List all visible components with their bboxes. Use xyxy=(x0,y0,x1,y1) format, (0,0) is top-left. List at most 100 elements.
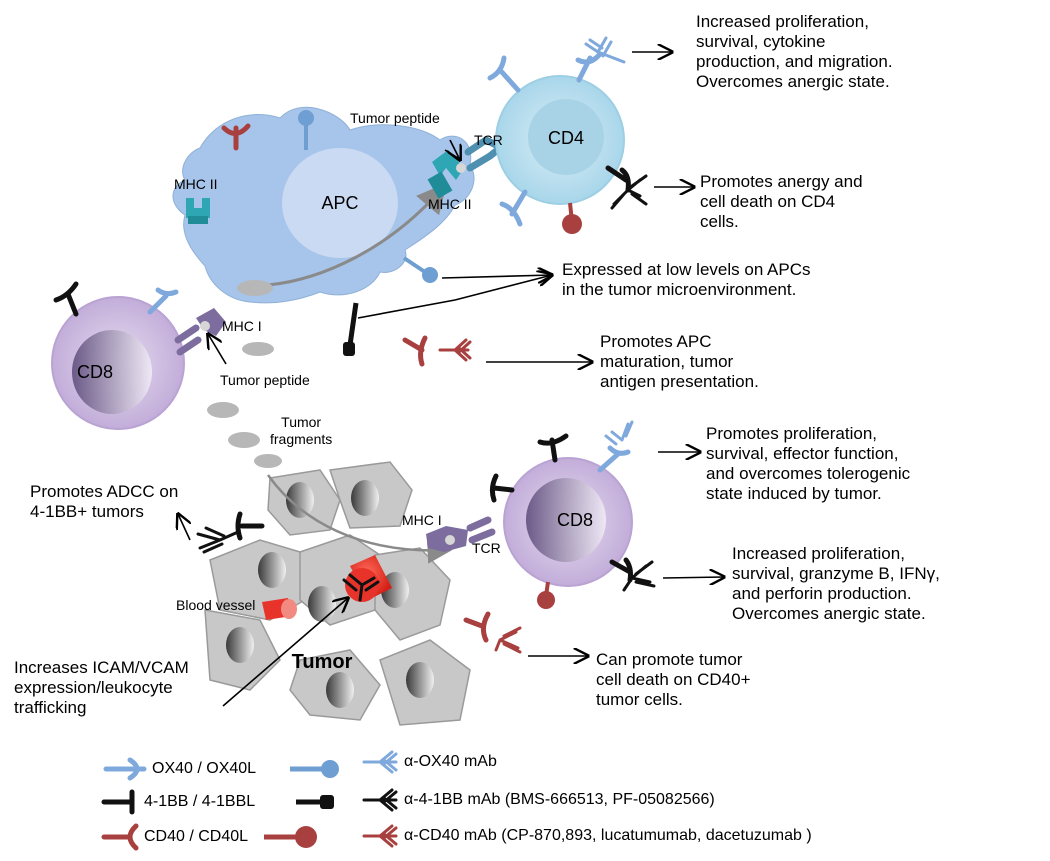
note-bb-cd4-line: cells. xyxy=(700,212,739,232)
note-cd40-tumor-line: Can promote tumor xyxy=(596,650,743,669)
legend-cd40l-ligand-icon xyxy=(264,826,317,848)
mhc1-top-label: MHC I xyxy=(222,318,262,334)
anti-bb-antibody-vessel xyxy=(342,573,380,602)
note-ox40-cd4: Increased proliferation, survival, cytok… xyxy=(696,12,893,92)
legend-anti-ox40-label: α-OX40 mAb xyxy=(404,753,497,770)
apc-cell: APC xyxy=(172,106,475,304)
note-bb-cd4: Promotes anergy and cell death on CD4 ce… xyxy=(700,172,863,232)
apc-processing-arrow xyxy=(267,182,447,287)
note-ox40-cd8: Promotes proliferation, survival, effect… xyxy=(706,424,910,504)
cd40-receptor-tumor xyxy=(463,611,491,643)
legend-anti-bb-label: α-4-1BB mAb (BMS-666513, PF-05082566) xyxy=(404,791,715,808)
cd4-label: CD4 xyxy=(548,128,584,148)
note-adcc-line: 4-1BB+ tumors xyxy=(30,502,144,522)
tcr-top xyxy=(464,136,504,172)
note-adcc: Promotes ADCC on 4-1BB+ tumors xyxy=(30,482,178,522)
legend-ox40l-ligand-icon xyxy=(290,760,339,778)
note-apc-maturation: Promotes APC maturation, tumor antigen p… xyxy=(600,332,759,392)
tumor-nuclei xyxy=(226,480,434,708)
cd40l-ligand-cd4 xyxy=(562,202,582,234)
anti-bb-antibody-cd4 xyxy=(610,174,648,210)
note-bb-cd8-line: Increased proliferation, xyxy=(732,544,905,563)
tcr-bottom xyxy=(466,516,496,544)
note-cd40-tumor-line: tumor cells. xyxy=(596,690,683,710)
note-bb-cd8-line: Overcomes anergic state. xyxy=(732,604,926,624)
note-bb-cd8-line: survival, granzyme B, IFNγ, xyxy=(732,564,940,584)
cd4-cell: CD4 xyxy=(495,75,625,205)
legend-anti-cd40-label: α-CD40 mAb (CP-870,893, lucatumumab, dac… xyxy=(404,827,812,844)
note-ox40-cd8-line: and overcomes tolerogenic xyxy=(706,464,911,484)
note-ox40-cd4-line: production, and migration. xyxy=(696,52,893,72)
legend-ox40-label: OX40 / OX40L xyxy=(152,760,257,777)
note-ox40-cd4-line: Overcomes anergic state. xyxy=(696,72,890,92)
legend-cd40-receptor-icon xyxy=(101,823,139,851)
legend-bb-label: 4-1BB / 4-1BBL xyxy=(144,793,256,810)
legend-ox40-receptor-icon xyxy=(103,757,147,781)
tumor-peptide-top xyxy=(456,163,466,173)
tumor-label: Tumor xyxy=(292,651,353,673)
note-apc-maturation-line: maturation, tumor xyxy=(600,352,734,372)
mhc1-bottom-label: MHC I xyxy=(402,512,442,528)
note-apc-maturation-line: Promotes APC xyxy=(600,332,712,351)
ox40l-ligand-apc-top xyxy=(298,110,314,150)
note-ox40-cd4-line: Increased proliferation, xyxy=(696,12,869,31)
legend-cd40-label: CD40 / CD40L xyxy=(144,828,249,845)
note-ox40-cd8-line: Promotes proliferation, xyxy=(706,424,878,443)
mhc2-right xyxy=(427,150,464,199)
tumor-fragments-line-1: Tumor xyxy=(281,414,322,430)
tumor-fragment-small xyxy=(242,342,274,356)
pointer-arrows xyxy=(178,52,724,707)
legend-bbl-ligand-icon xyxy=(296,795,334,809)
note-apc-maturation-line: antigen presentation. xyxy=(600,372,759,392)
cd8-top-label: CD8 xyxy=(77,362,113,382)
anti-ox40-antibody-cd4 xyxy=(584,36,626,64)
bb-receptor-cd8-bottom-left xyxy=(489,473,515,503)
tumor-fragments-line-2: fragments xyxy=(270,430,333,447)
apc-label: APC xyxy=(321,193,358,213)
bb-receptor-cd8-bottom-top xyxy=(537,433,569,463)
tumor-fragments-label: Tumor fragments xyxy=(270,414,332,447)
fragment-to-cd8-arrow xyxy=(266,474,453,564)
bb-ligand-apc xyxy=(343,302,359,356)
cd40-receptor-apc-top xyxy=(221,123,251,151)
note-icam-vcam-line: Increases ICAM/VCAM xyxy=(14,658,189,677)
ox40-receptor-cd4-bottom xyxy=(499,189,528,227)
legend-bb-receptor-icon xyxy=(101,789,135,815)
cd40-receptor-apc-bottom xyxy=(402,335,428,367)
mhc1-top xyxy=(196,308,226,336)
note-bb-cd8: Increased proliferation, survival, granz… xyxy=(732,544,940,624)
cd8-bottom-label: CD8 xyxy=(557,510,593,530)
note-ox40-cd4-line: survival, cytokine xyxy=(696,32,826,52)
bb-receptor-cd8-bottom-right xyxy=(609,557,633,583)
cd8-cell-bottom: CD8 xyxy=(503,457,633,587)
mhc2-right-label: MHC II xyxy=(428,196,472,212)
tcr-bottom-label: TCR xyxy=(472,540,501,556)
blood-vessel-label: Blood vessel xyxy=(176,597,256,613)
legend-anti-cd40-icon xyxy=(362,824,398,848)
mhc2-left-label: MHC II xyxy=(174,176,218,192)
mhc1-bottom xyxy=(426,526,468,552)
blood-vessel-left xyxy=(262,598,297,620)
note-adcc-line: Promotes ADCC on xyxy=(30,482,179,501)
cd8-cell-top: CD8 xyxy=(51,296,185,430)
mhc2-left xyxy=(186,198,210,224)
tumor-peptide-top-label: Tumor peptide xyxy=(350,110,440,126)
tcr-top-label: TCR xyxy=(474,132,503,148)
cd40l-ligand-cd8-bottom xyxy=(537,581,555,609)
note-expressed-apc: Expressed at low levels on APCs in the t… xyxy=(562,260,811,300)
note-expressed-apc-line: Expressed at low levels on APCs xyxy=(562,260,811,279)
anti-cd40-antibody-apc xyxy=(438,338,472,362)
note-expressed-apc-line: in the tumor microenvironment. xyxy=(562,280,797,300)
note-ox40-cd8-line: state induced by tumor. xyxy=(706,484,882,504)
ox40-receptor-cd4-top xyxy=(575,51,603,83)
tumor-fragment-blob xyxy=(237,280,273,296)
anti-bb-antibody-cd8-bottom xyxy=(622,560,656,592)
note-cd40-tumor: Can promote tumor cell death on CD40+ tu… xyxy=(596,650,751,710)
note-bb-cd4-line: Promotes anergy and xyxy=(700,172,863,191)
ox40-receptor-cd4-left xyxy=(487,55,521,93)
tumor-peptide-bottom-label: Tumor peptide xyxy=(220,372,310,388)
bb-receptor-cd4 xyxy=(605,165,631,193)
anti-ox40-antibody-cd8-bottom xyxy=(604,420,634,446)
bb-receptor-cd8-top xyxy=(53,281,79,317)
note-ox40-cd8-line: survival, effector function, xyxy=(706,444,899,464)
